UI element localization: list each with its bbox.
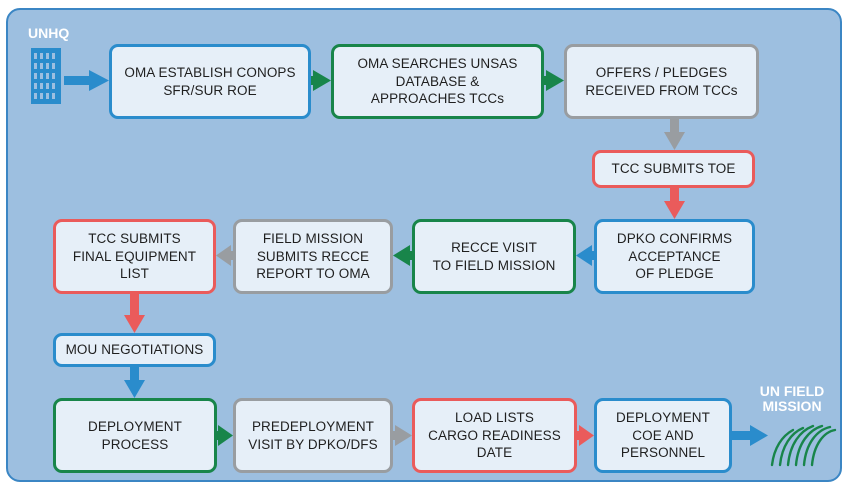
arrow-deployment-coe-to-field <box>732 425 768 446</box>
step-deployment-process: DEPLOYMENT PROCESS <box>53 398 217 473</box>
arrow-final-list-to-mou <box>124 294 145 333</box>
step-tcc-final-equipment-list: TCC SUBMITS FINAL EQUIPMENT LIST <box>53 219 216 294</box>
un-field-mission-label: UN FIELD MISSION <box>759 383 825 414</box>
arrow-offers-to-toe <box>664 119 685 150</box>
arrow-deployment-to-predeployment <box>217 425 233 446</box>
step-deployment-coe-personnel: DEPLOYMENT COE AND PERSONNEL <box>594 398 732 473</box>
arrow-load-lists-to-deployment-coe <box>577 425 594 446</box>
step-predeployment-visit: PREDEPLOYMENT VISIT BY DPKO/DFS <box>233 398 393 473</box>
arrow-mou-to-deployment-process <box>124 367 145 398</box>
step-mou-negotiations: MOU NEGOTIATIONS <box>53 333 216 367</box>
step-dpko-confirms-acceptance: DPKO CONFIRMS ACCEPTANCE OF PLEDGE <box>594 219 755 294</box>
step-load-lists: LOAD LISTS CARGO READINESS DATE <box>412 398 577 473</box>
building-icon <box>31 48 61 104</box>
arrow-report-to-final-list <box>216 245 233 266</box>
step-recce-visit: RECCE VISIT TO FIELD MISSION <box>412 219 576 294</box>
arrow-unhq-to-oma <box>64 70 109 91</box>
step-tcc-submits-toe: TCC SUBMITS TOE <box>592 150 755 188</box>
arrow-predeployment-to-load-lists <box>393 425 412 446</box>
arrow-toe-to-dpko <box>664 188 685 219</box>
arrow-searches-to-offers <box>544 70 564 91</box>
step-offers-pledges: OFFERS / PLEDGES RECEIVED FROM TCCs <box>564 44 759 119</box>
arrow-recce-to-report <box>393 245 412 266</box>
step-oma-searches-unsas: OMA SEARCHES UNSAS DATABASE & APPROACHES… <box>331 44 544 119</box>
arrow-dpko-to-recce <box>576 245 594 266</box>
field-mission-icon <box>770 424 837 467</box>
unhq-label: UNHQ <box>28 25 70 41</box>
step-field-mission-report: FIELD MISSION SUBMITS RECCE REPORT TO OM… <box>233 219 393 294</box>
step-oma-establish-conops: OMA ESTABLISH CONOPS SFR/SUR ROE <box>109 44 311 119</box>
arrow-oma-establish-to-searches <box>311 70 331 91</box>
